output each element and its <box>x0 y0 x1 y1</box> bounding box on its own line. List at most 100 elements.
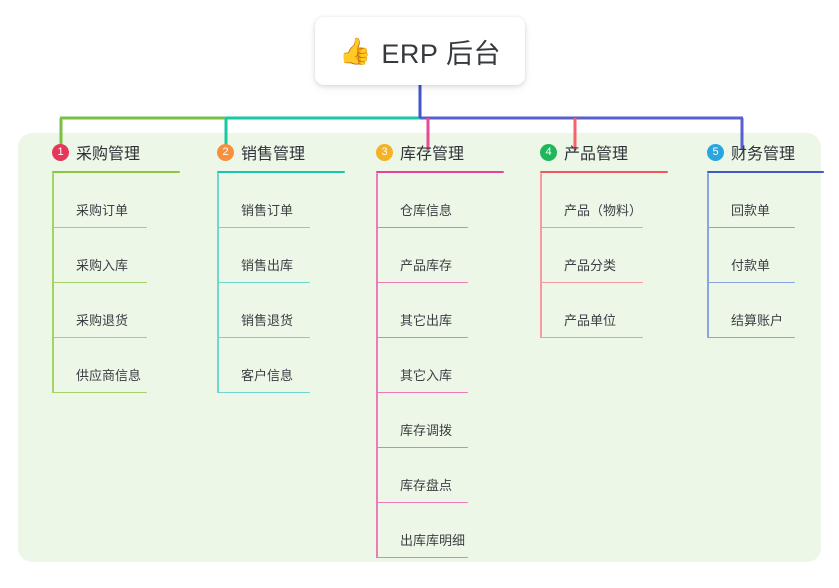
branch-columns: 1 采购管理采购订单采购入库采购退货供应商信息 2 销售管理销售订单销售出库销售退货客… <box>18 133 824 562</box>
branch-item-label: 产品单位 <box>564 313 617 328</box>
branch-item[interactable]: 销售退货 <box>217 283 345 338</box>
branch-spine <box>217 173 219 393</box>
branch-item-rule <box>376 226 468 228</box>
branch-number-badge: 4 <box>540 143 557 161</box>
branch-header-rule <box>52 171 180 173</box>
branch-column-4: 4 产品管理产品（物料） 产品分类产品单位 <box>523 133 668 338</box>
branch-item-rule <box>707 336 795 338</box>
branch-item-rule <box>52 226 147 228</box>
branch-item[interactable]: 产品单位 <box>540 283 668 338</box>
branch-item[interactable]: 库存调拨 <box>376 393 504 448</box>
branch-item-label: 销售出库 <box>241 258 294 273</box>
branch-item-label: 其它出库 <box>400 313 453 328</box>
branch-title: 销售管理 <box>241 146 306 163</box>
branch-item-list: 仓库信息产品库存其它出库其它入库库存调拨库存盘点出库库明细 <box>376 173 504 558</box>
branch-item-label: 库存调拨 <box>400 423 453 438</box>
branch-item-rule <box>376 446 468 448</box>
branch-item-label: 供应商信息 <box>76 368 142 383</box>
branch-item-rule <box>52 281 147 283</box>
branch-header-rule <box>376 171 504 173</box>
branch-item[interactable]: 销售订单 <box>217 173 345 228</box>
branch-item[interactable]: 结算账户 <box>707 283 824 338</box>
branch-item-label: 库存盘点 <box>400 478 453 493</box>
branch-item-rule <box>540 226 643 228</box>
branch-item-label: 付款单 <box>731 258 771 273</box>
branch-number-badge: 3 <box>376 143 393 161</box>
branch-item[interactable]: 产品（物料） <box>540 173 668 228</box>
branch-item-list: 产品（物料） 产品分类产品单位 <box>540 173 668 338</box>
branch-title: 库存管理 <box>400 146 465 163</box>
branch-item-label: 产品分类 <box>564 258 617 273</box>
branch-item[interactable]: 回款单 <box>707 173 824 228</box>
branch-item-list: 销售订单销售出库销售退货客户信息 <box>217 173 345 393</box>
branch-spine <box>707 173 709 338</box>
branch-item-rule <box>376 556 468 558</box>
branch-item[interactable]: 采购入库 <box>52 228 180 283</box>
branch-header-rule <box>707 171 824 173</box>
branch-item[interactable]: 库存盘点 <box>376 448 504 503</box>
branch-header-2[interactable]: 2 销售管理 <box>200 133 345 171</box>
branch-item-label: 结算账户 <box>731 313 784 328</box>
branch-item-rule <box>217 281 310 283</box>
branch-item[interactable]: 其它出库 <box>376 283 504 338</box>
branch-column-2: 2 销售管理销售订单销售出库销售退货客户信息 <box>200 133 345 393</box>
branch-item-label: 采购退货 <box>76 313 129 328</box>
branch-item-rule <box>376 336 468 338</box>
branch-item-label: 产品库存 <box>400 258 453 273</box>
root-node[interactable]: 👍 ERP 后台 <box>315 17 525 85</box>
branch-number-badge: 2 <box>217 143 234 161</box>
branch-item-rule <box>52 336 147 338</box>
branch-item-rule <box>707 281 795 283</box>
branch-item-label: 采购订单 <box>76 203 129 218</box>
branch-spine <box>540 173 542 338</box>
branch-item-label: 仓库信息 <box>400 203 453 218</box>
branch-item-rule <box>707 226 795 228</box>
branch-header-rule <box>217 171 345 173</box>
branch-item-rule <box>376 501 468 503</box>
branch-item-label: 销售退货 <box>241 313 294 328</box>
branch-item-label: 采购入库 <box>76 258 129 273</box>
branch-number-badge: 1 <box>52 143 69 161</box>
branch-title: 产品管理 <box>564 146 629 163</box>
branch-item-label: 客户信息 <box>241 368 294 383</box>
branch-item[interactable]: 产品库存 <box>376 228 504 283</box>
branch-item-label: 回款单 <box>731 203 771 218</box>
branch-item[interactable]: 采购订单 <box>52 173 180 228</box>
branch-item-rule <box>52 391 147 393</box>
branch-number-badge: 5 <box>707 143 724 161</box>
branch-item[interactable]: 其它入库 <box>376 338 504 393</box>
branch-item[interactable]: 产品分类 <box>540 228 668 283</box>
branch-item-list: 采购订单采购入库采购退货供应商信息 <box>52 173 180 393</box>
branch-item-list: 回款单付款单结算账户 <box>707 173 824 338</box>
branch-item[interactable]: 采购退货 <box>52 283 180 338</box>
branch-item[interactable]: 客户信息 <box>217 338 345 393</box>
branch-item-rule <box>376 281 468 283</box>
branch-spine <box>52 173 54 393</box>
branch-item[interactable]: 销售出库 <box>217 228 345 283</box>
root-title: ERP 后台 <box>381 38 501 69</box>
branch-item-rule <box>376 391 468 393</box>
branch-item[interactable]: 仓库信息 <box>376 173 504 228</box>
branch-header-4[interactable]: 4 产品管理 <box>523 133 668 171</box>
branch-item-label: 其它入库 <box>400 368 453 383</box>
branch-item-label: 销售订单 <box>241 203 294 218</box>
branch-column-1: 1 采购管理采购订单采购入库采购退货供应商信息 <box>35 133 180 393</box>
branches-panel <box>18 133 821 562</box>
branch-title: 采购管理 <box>76 146 141 163</box>
branch-column-3: 3 库存管理仓库信息产品库存其它出库其它入库库存调拨库存盘点出库库明细 <box>359 133 504 558</box>
branch-item-rule <box>540 336 643 338</box>
branch-item-rule <box>217 226 310 228</box>
branch-item[interactable]: 供应商信息 <box>52 338 180 393</box>
branch-header-rule <box>540 171 668 173</box>
branch-item-rule <box>540 281 643 283</box>
branch-header-1[interactable]: 1 采购管理 <box>35 133 180 171</box>
branch-item[interactable]: 出库库明细 <box>376 503 504 558</box>
branch-item-rule <box>217 336 310 338</box>
branch-item[interactable]: 付款单 <box>707 228 824 283</box>
branch-header-3[interactable]: 3 库存管理 <box>359 133 504 171</box>
branch-spine <box>376 173 378 558</box>
thumbs-up-icon: 👍 <box>339 36 372 66</box>
